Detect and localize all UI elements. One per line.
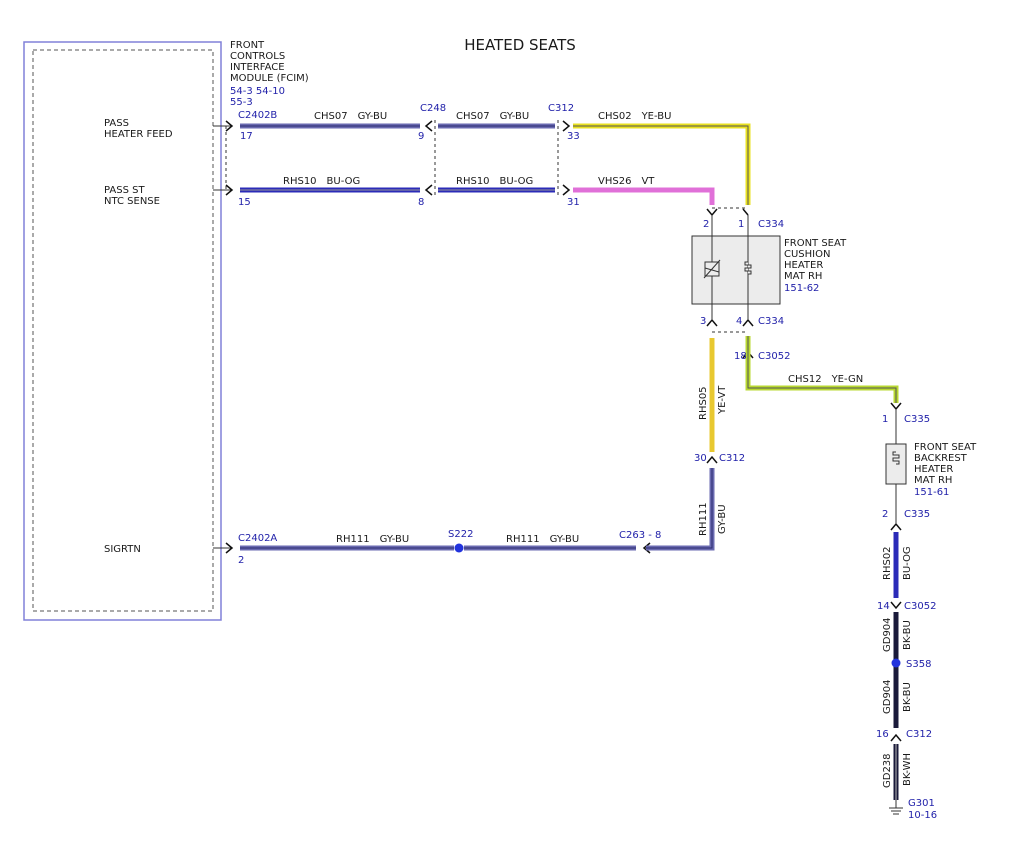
pin-1: 1 bbox=[882, 414, 888, 425]
pin-label-line: PASS bbox=[104, 118, 129, 129]
pin-2: 2 bbox=[703, 219, 709, 230]
connector-c2402b: C2402B bbox=[238, 110, 277, 121]
pin-15: 15 bbox=[238, 197, 251, 208]
fcim-name-line: FRONT bbox=[230, 40, 265, 51]
cushion-heater-label: FRONT SEAT bbox=[784, 238, 847, 249]
wire-label-gd904-color: BK-BU bbox=[902, 620, 913, 650]
pin-label-line: NTC SENSE bbox=[104, 196, 160, 207]
fcim-label: FRONT CONTROLS INTERFACE MODULE (FCIM) 5… bbox=[230, 40, 309, 108]
pin-16: 16 bbox=[876, 729, 889, 740]
backrest-heater-label: FRONT SEAT bbox=[914, 442, 977, 453]
fcim-ref: 54-3 54-10 bbox=[230, 86, 285, 97]
wire-label-gd904: GD904 bbox=[882, 679, 893, 714]
ground-icon bbox=[889, 807, 903, 815]
connector-c2402a: C2402A bbox=[238, 533, 277, 544]
ground-g301: G301 bbox=[908, 798, 935, 809]
connector-c312: C312 bbox=[719, 453, 745, 464]
wire-label-rhs05-color: YE-VT bbox=[717, 385, 728, 415]
pin-3: 3 bbox=[700, 316, 706, 327]
splice-s358[interactable] bbox=[891, 658, 901, 668]
wire-chs02[interactable] bbox=[573, 123, 751, 205]
pin-2: 2 bbox=[238, 555, 244, 566]
wire-label-rh111-vertical: RH111 bbox=[698, 502, 709, 536]
fcim-ref: 55-3 bbox=[230, 97, 253, 108]
splice-s222[interactable] bbox=[454, 543, 464, 553]
backrest-heater-label: BACKREST bbox=[914, 453, 968, 464]
wire-label-gd238-color: BK-WH bbox=[902, 753, 913, 786]
pin-8: 8 bbox=[418, 197, 424, 208]
wire-label-rhs05: RHS05 bbox=[698, 386, 709, 420]
pin-17: 17 bbox=[240, 131, 253, 142]
connector-outlines bbox=[434, 120, 748, 333]
pin-30: 30 bbox=[694, 453, 707, 464]
cushion-heater-mat[interactable] bbox=[691, 215, 781, 320]
connector-c335: C335 bbox=[904, 509, 930, 520]
splice-label-s358: S358 bbox=[906, 659, 931, 670]
backrest-heater-mat[interactable] bbox=[885, 409, 907, 524]
wire-label-rh111-color: GY-BU bbox=[717, 504, 728, 534]
cushion-heater-label: MAT RH bbox=[784, 271, 822, 282]
wire-vhs26[interactable] bbox=[573, 187, 715, 205]
cushion-heater-ref: 151-62 bbox=[784, 283, 819, 294]
pin-label-sigrtn: SIGRTN bbox=[104, 544, 141, 555]
thermistor-icon bbox=[703, 259, 721, 279]
ground-ref: 10-16 bbox=[908, 810, 937, 821]
fcim-module bbox=[23, 41, 222, 621]
pin-label-line: PASS ST bbox=[104, 185, 145, 196]
wire-label-gd904: GD904 bbox=[882, 617, 893, 652]
module-leads bbox=[213, 125, 232, 549]
connector-c248: C248 bbox=[420, 103, 446, 114]
fcim-name-line: MODULE (FCIM) bbox=[230, 73, 309, 84]
pin-14: 14 bbox=[877, 601, 890, 612]
connector-arrows bbox=[225, 120, 902, 742]
splice-label-s222: S222 bbox=[448, 529, 473, 540]
pin-1: 1 bbox=[738, 219, 744, 230]
pin-33: 33 bbox=[567, 131, 580, 142]
connector-c3052: C3052 bbox=[904, 601, 936, 612]
wire-rh111[interactable] bbox=[240, 468, 715, 551]
pin-2: 2 bbox=[882, 509, 888, 520]
backrest-heater-ref: 151-61 bbox=[914, 487, 949, 498]
pin-18: 18 bbox=[734, 351, 747, 362]
wire-label-rhs02: RHS02 bbox=[882, 546, 893, 580]
connector-c335: C335 bbox=[904, 414, 930, 425]
connector-c312: C312 bbox=[548, 103, 574, 114]
heater-element-icon bbox=[892, 451, 900, 465]
heater-element-icon bbox=[744, 261, 752, 275]
pin-9: 9 bbox=[418, 131, 424, 142]
cushion-heater-label: HEATER bbox=[784, 260, 823, 271]
connector-c334: C334 bbox=[758, 316, 784, 327]
connector-c3052: C3052 bbox=[758, 351, 790, 362]
fcim-name-line: INTERFACE bbox=[230, 62, 285, 73]
pin-label-line: HEATER FEED bbox=[104, 129, 173, 140]
pin-4: 4 bbox=[736, 316, 742, 327]
wire-label-rhs02-color: BU-OG bbox=[902, 546, 913, 580]
cushion-heater-label: CUSHION bbox=[784, 249, 830, 260]
diagram-title: HEATED SEATS bbox=[464, 36, 576, 54]
wire-label-gd238: GD238 bbox=[882, 753, 893, 788]
fcim-name-line: CONTROLS bbox=[230, 51, 285, 62]
connector-c312: C312 bbox=[906, 729, 932, 740]
connector-c334: C334 bbox=[758, 219, 784, 230]
connector-c263: C263 - 8 bbox=[619, 530, 661, 541]
backrest-heater-label: MAT RH bbox=[914, 475, 952, 486]
pin-31: 31 bbox=[567, 197, 580, 208]
wire-chs12[interactable] bbox=[745, 336, 899, 403]
backrest-heater-label: HEATER bbox=[914, 464, 953, 475]
wire-label-gd904-color: BK-BU bbox=[902, 682, 913, 712]
